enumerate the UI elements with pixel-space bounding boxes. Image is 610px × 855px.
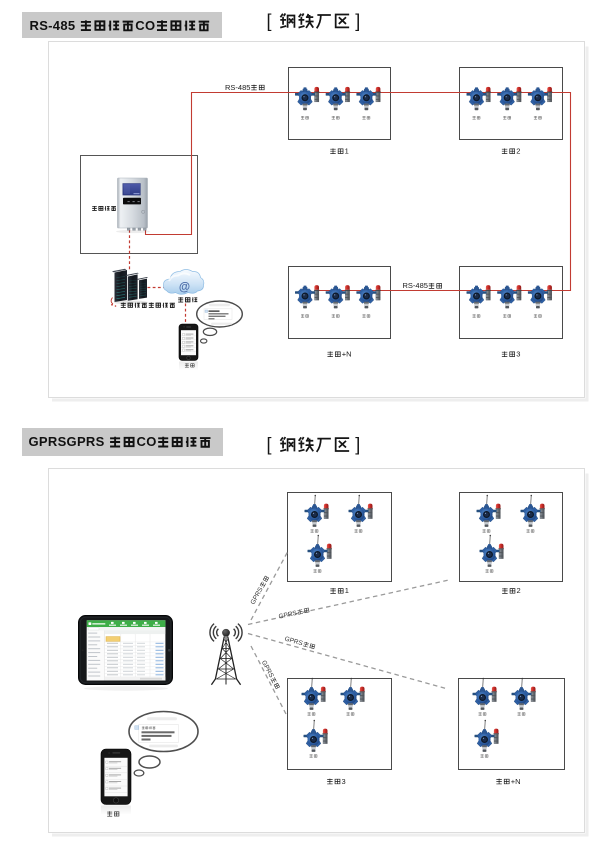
svg-text:RS-485: RS-485	[30, 18, 76, 33]
svg-text:GPRS: GPRS	[284, 636, 304, 648]
svg-text:[: [	[267, 435, 272, 455]
svg-text:CO: CO	[137, 434, 157, 449]
svg-text:1: 1	[345, 147, 349, 156]
svg-text:1: 1	[345, 586, 349, 595]
svg-text:+N: +N	[342, 350, 352, 359]
svg-text:RS-485: RS-485	[403, 281, 428, 290]
svg-text:2: 2	[516, 147, 520, 156]
svg-text:GPRSGPRS: GPRSGPRS	[29, 434, 105, 449]
svg-text:RS-485: RS-485	[225, 83, 250, 92]
svg-text:[: [	[267, 11, 272, 31]
svg-text:GPRS: GPRS	[278, 610, 298, 621]
svg-text:3: 3	[516, 350, 520, 359]
svg-text:]: ]	[355, 11, 360, 31]
svg-text:]: ]	[355, 435, 360, 455]
svg-text:+N: +N	[511, 777, 521, 786]
svg-text:@: @	[179, 282, 190, 294]
svg-text:2: 2	[517, 586, 521, 595]
svg-text:3: 3	[342, 777, 346, 786]
svg-text:CO: CO	[135, 18, 155, 33]
